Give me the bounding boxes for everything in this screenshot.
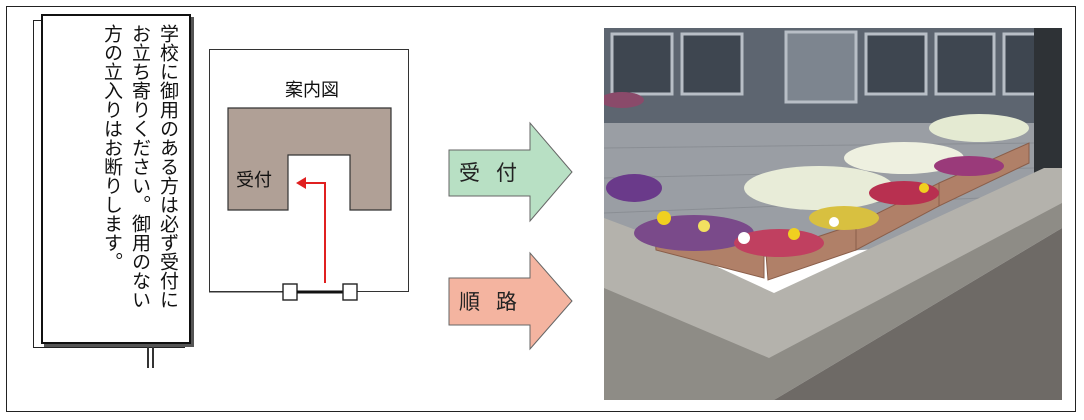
reception-arrow-label: 受付 [459,161,533,185]
sign-pole-right [152,346,154,368]
building-windows [610,30,1058,104]
map-title: 案内図 [285,80,339,101]
planter-wall-shadow [604,203,1062,400]
route-arrow [448,251,573,351]
flowers [604,92,1029,257]
sign-text: 学校に御用のある方は必ず受付に お立ち寄りください。御用のない 方の立入りはお断… [54,24,182,324]
sign-board [41,14,191,344]
map-reception-label: 受付 [236,170,272,191]
sign-line-3: 方の立入りはお断りします。 [101,24,123,271]
route-arrow-label: 順路 [459,290,533,314]
front-pavement [774,228,1062,400]
reception-arrow [448,121,573,223]
route-line [305,182,326,283]
school-photo [604,28,1062,400]
sign-line-1: 学校に御用のある方は必ず受付に [157,24,179,309]
gate-post-right [342,283,358,301]
route-arrowhead [296,177,306,189]
gate-post-left [282,283,298,301]
building-shape [227,107,392,211]
flower-bed-photo [604,28,1062,400]
sign-line-2: お立ち寄りください。御用のない [129,24,151,309]
sign-pole-left [147,346,149,368]
